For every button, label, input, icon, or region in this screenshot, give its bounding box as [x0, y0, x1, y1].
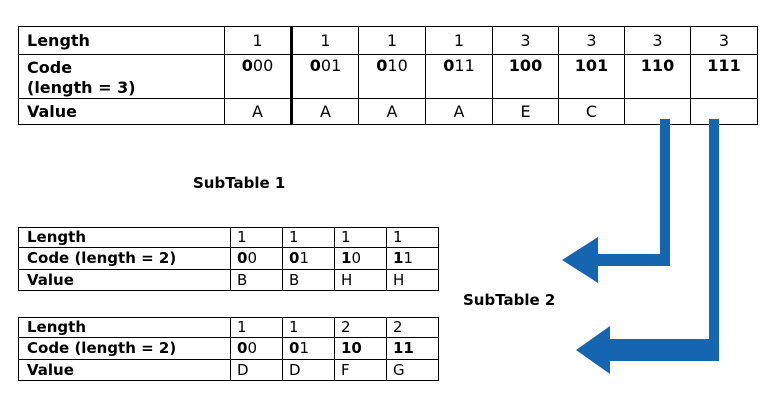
arrow-to-subtable1 [562, 119, 670, 283]
code-prefix: 110 [640, 56, 675, 75]
code-prefix: 0 [289, 339, 300, 357]
main-code-cell: 011 [425, 54, 493, 99]
code-rest: 0 [247, 339, 257, 357]
main-length-cell: 1 [224, 26, 292, 55]
code-prefix: 0 [289, 249, 300, 267]
main-value-cell: E [492, 98, 559, 125]
code-prefix: 0 [376, 56, 388, 75]
code-prefix: 1 [393, 249, 404, 267]
subtable2-code-cell: 01 [282, 337, 335, 360]
main-code-cell: 000 [224, 54, 292, 99]
main-value-row: Value A A A A E C [18, 98, 758, 125]
main-code-cell: 110 [624, 54, 691, 99]
main-value-header: Value [18, 98, 225, 125]
code-rest: 0 [247, 249, 257, 267]
subtable1-value-row: Value B B H H [18, 269, 439, 291]
main-length-row: Length 1 1 1 1 3 3 3 3 [18, 26, 758, 55]
main-code-cell: 101 [558, 54, 625, 99]
main-code-cell: 010 [358, 54, 426, 99]
subtable1-title: SubTable 1 [193, 174, 286, 192]
subtable2-value-header: Value [18, 359, 231, 381]
code-rest: 01 [320, 56, 342, 75]
code-prefix: 0 [237, 339, 248, 357]
subtable2-value-row: Value D D F G [18, 359, 439, 381]
main-value-cell: A [425, 98, 493, 125]
main-value-cell [690, 98, 758, 125]
subtable2-title: SubTable 2 [463, 291, 556, 309]
subtable1-code-row: Code (length = 2) 00 01 10 11 [18, 247, 439, 270]
code-prefix: 1 [341, 249, 352, 267]
subtable1: Length 1 1 1 1 Code (length = 2) 00 01 1… [18, 227, 439, 291]
code-rest: 1 [403, 249, 413, 267]
code-rest: 1 [299, 339, 309, 357]
main-value-cell: A [290, 98, 359, 125]
main-code-cell: 111 [690, 54, 758, 99]
code-prefix: 101 [574, 56, 609, 75]
subtable2-value-cell: G [386, 359, 439, 381]
code-rest: 1 [299, 249, 309, 267]
main-value-cell [624, 98, 691, 125]
code-prefix: 0 [309, 56, 321, 75]
arrow-to-subtable2 [576, 119, 719, 374]
code-prefix: 100 [508, 56, 543, 75]
code-prefix: 10 [341, 339, 362, 357]
main-code-row: Code (length = 3) 000 001 010 011 100 10… [18, 54, 758, 99]
subtable2-value-cell: D [230, 359, 283, 381]
main-value-cell: A [224, 98, 292, 125]
code-rest: 0 [351, 249, 361, 267]
code-rest: 10 [387, 56, 408, 75]
code-prefix: 0 [443, 56, 455, 75]
code-prefix: 0 [237, 249, 248, 267]
code-rest: 11 [454, 56, 475, 75]
main-code-cell: 100 [492, 54, 559, 99]
main-length-header: Length [18, 26, 225, 55]
main-lookup-table: Length 1 1 1 1 3 3 3 3 Code (length = 3)… [18, 26, 758, 125]
main-code-header: Code (length = 3) [18, 54, 225, 99]
code-prefix: 0 [241, 56, 253, 75]
subtable2-code-row: Code (length = 2) 00 01 10 11 [18, 337, 439, 360]
code-prefix: 111 [707, 56, 741, 75]
main-value-cell: C [558, 98, 625, 125]
code-prefix: 11 [393, 339, 414, 357]
subtable1-value-cell: H [386, 269, 439, 291]
subtable1-length-row: Length 1 1 1 1 [18, 227, 439, 248]
subtable2: Length 1 1 2 2 Code (length = 2) 00 01 1… [18, 317, 439, 381]
code-rest: 00 [252, 56, 274, 75]
main-length-cell: 3 [492, 26, 559, 55]
main-length-cell: 1 [425, 26, 493, 55]
